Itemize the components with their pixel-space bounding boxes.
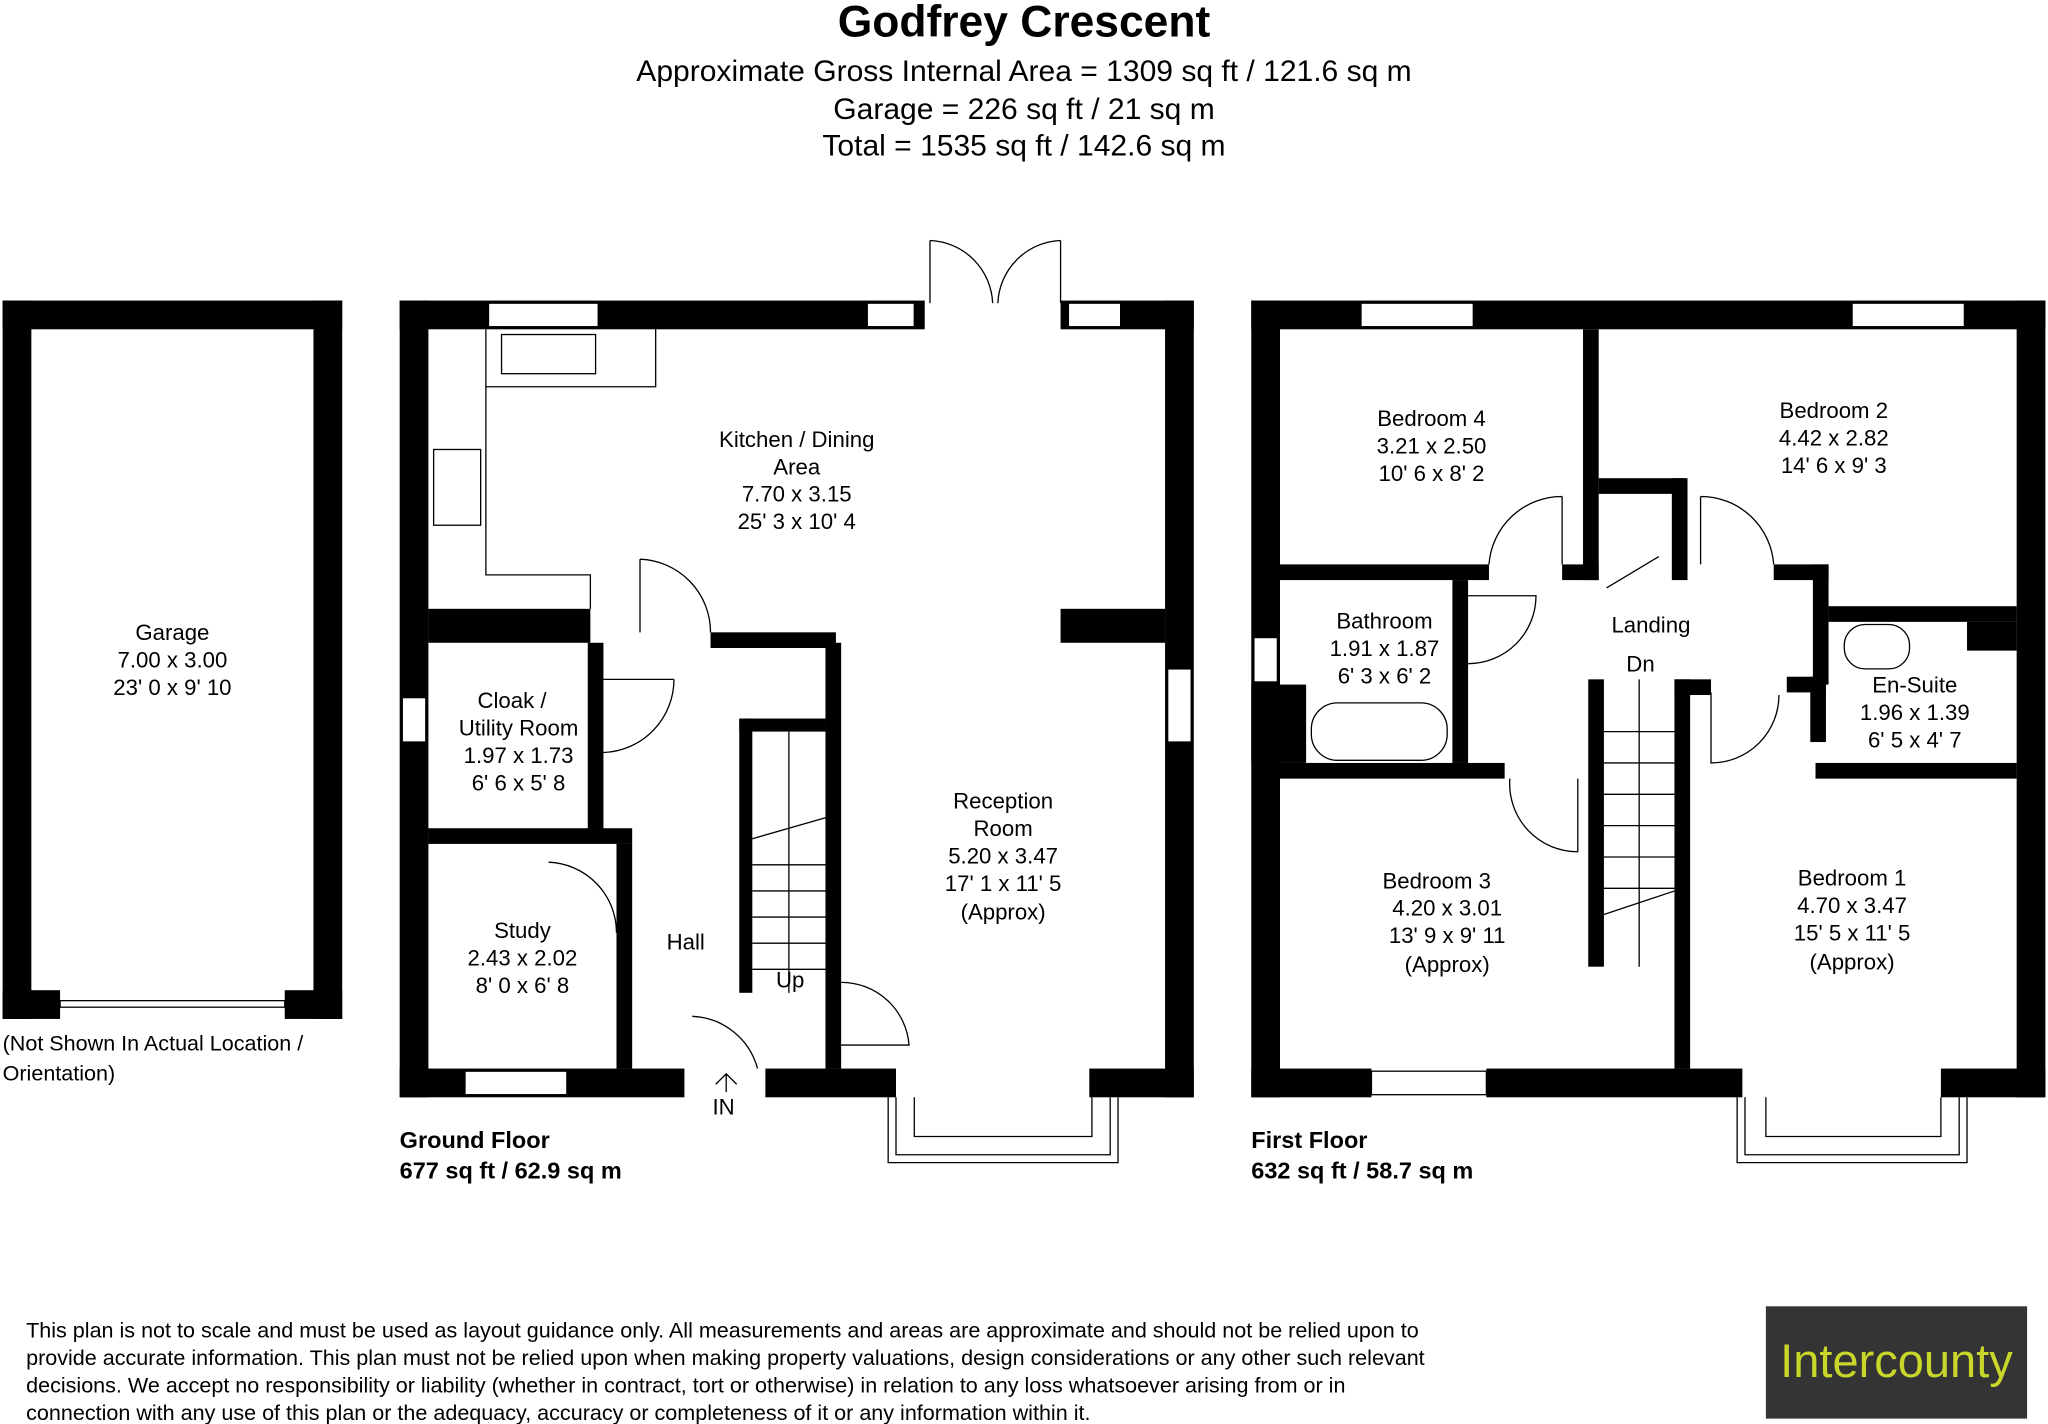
- reception-name-2: Room: [974, 816, 1033, 841]
- kitchen-metric: 7.70 x 3.15: [742, 482, 852, 507]
- kitchen-name: Kitchen / Dining: [719, 427, 874, 452]
- hall-name: Hall: [667, 930, 705, 955]
- landing-name: Landing: [1611, 612, 1690, 637]
- bedroom2-metric: 4.42 x 2.82: [1779, 426, 1889, 451]
- intercounty-logo: Intercounty: [1765, 1306, 2028, 1419]
- ensuite-name: En-Suite: [1872, 672, 1957, 697]
- disclaimer-line: decisions. We accept no responsibility o…: [26, 1372, 1345, 1397]
- study-name: Study: [494, 918, 552, 943]
- disclaimer-line: provide accurate information. This plan …: [26, 1345, 1425, 1370]
- bedroom3-metric: 4.20 x 3.01: [1392, 896, 1502, 921]
- bedroom3-imperial: 13' 9 x 9' 11: [1389, 923, 1506, 948]
- bedroom3-name: Bedroom 3: [1382, 868, 1491, 893]
- kitchen-name-2: Area: [773, 454, 821, 479]
- garage-metric: 7.00 x 3.00: [118, 648, 228, 673]
- cloak-name-2: Utility Room: [459, 716, 579, 741]
- bathroom-imperial: 6' 3 x 6' 2: [1338, 663, 1432, 688]
- study-imperial: 8' 0 x 6' 8: [476, 973, 570, 998]
- reception-approx: (Approx): [961, 900, 1046, 925]
- garage-note: (Not Shown In Actual Location /: [3, 1030, 304, 1055]
- garage-name: Garage: [135, 620, 209, 645]
- ground-floor-area: 677 sq ft / 62.9 sq m: [400, 1157, 622, 1183]
- bedroom1-imperial: 15' 5 x 11' 5: [1794, 921, 1911, 946]
- ground-floor-plan: Kitchen / Dining Area 7.70 x 3.15 25' 3 …: [399, 239, 1194, 1183]
- bedroom1-name: Bedroom 1: [1798, 866, 1907, 891]
- entrance-label: IN: [712, 1094, 734, 1119]
- garage-imperial: 23' 0 x 9' 10: [113, 675, 231, 700]
- first-floor-plan: Bedroom 4 3.21 x 2.50 10' 6 x 8' 2 Bedro…: [1251, 300, 2046, 1183]
- stairs-down-label: Dn: [1626, 652, 1654, 677]
- bedroom4-metric: 3.21 x 2.50: [1377, 433, 1487, 458]
- bedroom1-metric: 4.70 x 3.47: [1797, 893, 1907, 918]
- reception-imperial: 17' 1 x 11' 5: [945, 871, 1062, 896]
- reception-name: Reception: [953, 789, 1053, 814]
- disclaimer-line: This plan is not to scale and must be us…: [26, 1318, 1419, 1343]
- first-floor-area: 632 sq ft / 58.7 sq m: [1251, 1157, 1473, 1183]
- kitchen-imperial: 25' 3 x 10' 4: [738, 509, 856, 534]
- ensuite-metric: 1.96 x 1.39: [1860, 700, 1970, 725]
- gross-area: Approximate Gross Internal Area = 1309 s…: [636, 55, 1411, 88]
- study-metric: 2.43 x 2.02: [468, 945, 578, 970]
- bedroom3-approx: (Approx): [1405, 952, 1490, 977]
- cloak-imperial: 6' 6 x 5' 8: [472, 770, 566, 795]
- cloak-metric: 1.97 x 1.73: [464, 743, 574, 768]
- cloak-name: Cloak /: [477, 688, 547, 713]
- bedroom4-name: Bedroom 4: [1377, 406, 1486, 431]
- first-floor-label: First Floor: [1251, 1127, 1367, 1153]
- bedroom4-imperial: 10' 6 x 8' 2: [1379, 461, 1485, 486]
- entrance-arrow-icon: [715, 1072, 738, 1093]
- logo-text: Intercounty: [1780, 1334, 2013, 1387]
- garage-note-2: Orientation): [3, 1060, 116, 1085]
- bathroom-name: Bathroom: [1336, 608, 1432, 633]
- garage-plan: Garage 7.00 x 3.00 23' 0 x 9' 10 (Not Sh…: [2, 300, 343, 1085]
- bathroom-metric: 1.91 x 1.87: [1330, 636, 1440, 661]
- garage-area: Garage = 226 sq ft / 21 sq m: [833, 93, 1214, 126]
- page-title: Godfrey Crescent: [838, 0, 1211, 47]
- total-area: Total = 1535 sq ft / 142.6 sq m: [822, 130, 1225, 163]
- reception-metric: 5.20 x 3.47: [948, 844, 1058, 869]
- bedroom1-approx: (Approx): [1810, 949, 1895, 974]
- ensuite-imperial: 6' 5 x 4' 7: [1868, 727, 1962, 752]
- stairs-up-label: Up: [776, 968, 804, 993]
- bedroom2-name: Bedroom 2: [1780, 398, 1889, 423]
- bedroom2-imperial: 14' 6 x 9' 3: [1781, 453, 1887, 478]
- ground-floor-label: Ground Floor: [400, 1127, 550, 1153]
- disclaimer-line: connection with any use of this plan or …: [26, 1400, 1090, 1424]
